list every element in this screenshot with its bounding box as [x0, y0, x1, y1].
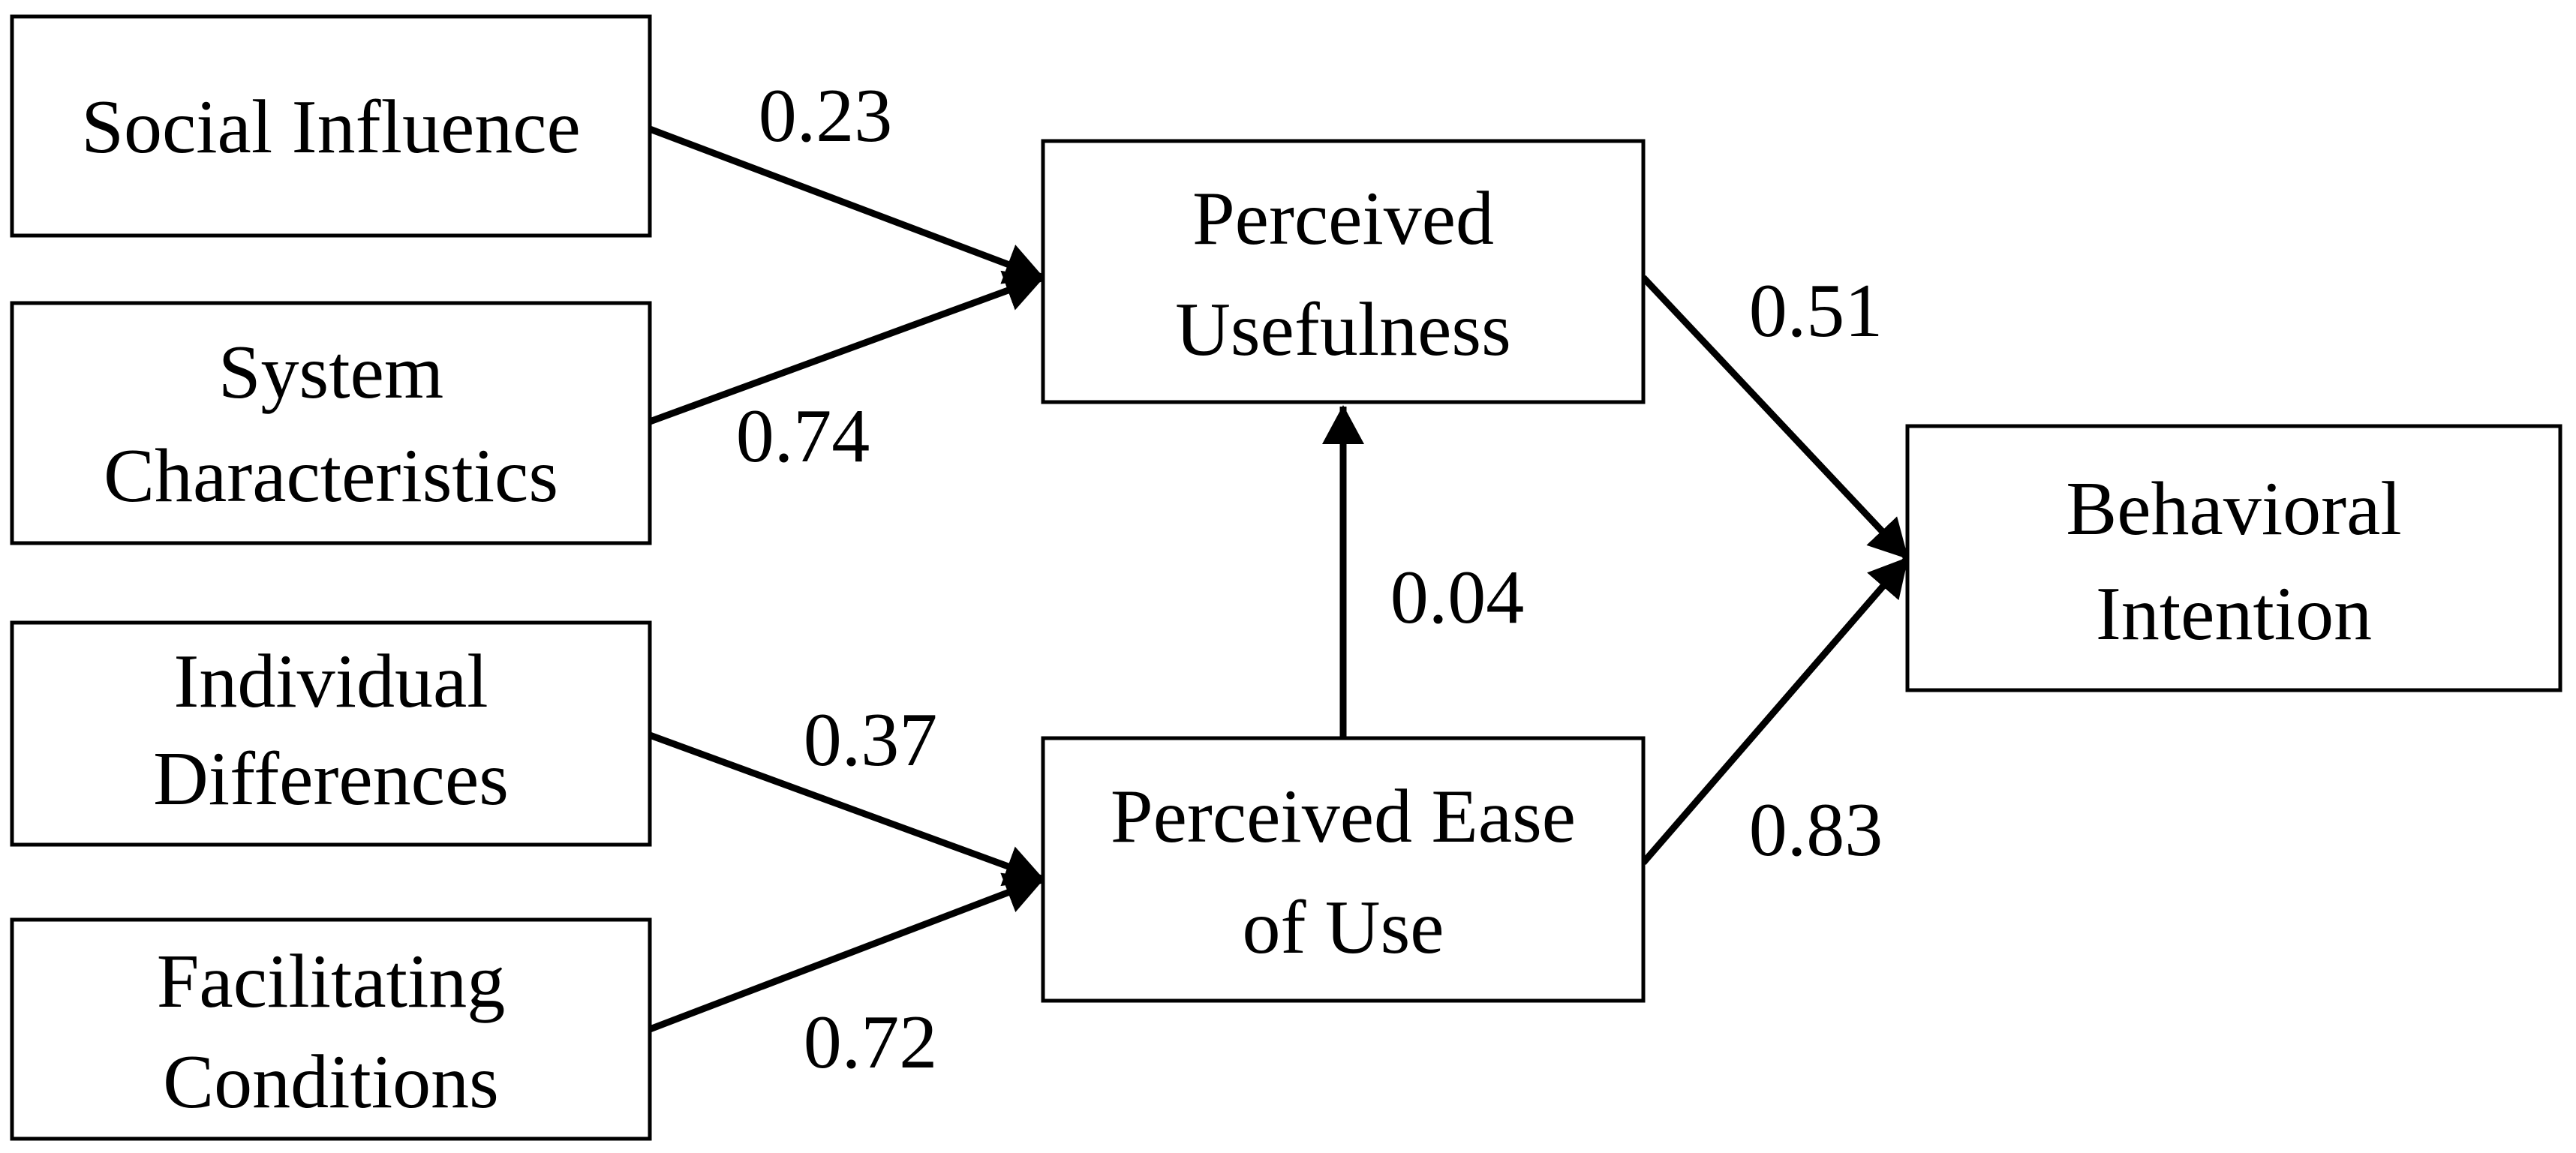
node-label-line: Conditions — [163, 1040, 499, 1124]
weight-label-peou-pu: 0.04 — [1390, 555, 1525, 640]
weight-label-si-pu: 0.23 — [759, 74, 893, 158]
node-label-line: Usefulness — [1175, 287, 1511, 372]
node-perceived-ease-of-use: Perceived Ease of Use — [1041, 736, 1646, 1003]
edge-perceived-usefulness-to-behavioral-intention — [1640, 275, 1910, 561]
node-box — [10, 301, 652, 545]
weight-label-fc-peou: 0.72 — [804, 1000, 938, 1085]
node-facilitating-conditions: Facilitating Conditions — [10, 917, 652, 1141]
node-box — [10, 14, 652, 238]
edge-social-influence-to-perceived-usefulness — [648, 125, 1045, 284]
node-label-line: Individual — [173, 639, 488, 724]
node-box — [10, 917, 652, 1141]
weight-label-peou-bi: 0.83 — [1749, 788, 1883, 872]
node-label-line: Facilitating — [157, 939, 506, 1024]
node-label-line: System — [218, 330, 443, 415]
edges — [648, 125, 1910, 1033]
edge-labels: 0.23 0.74 0.37 0.72 0.04 0.51 0.83 — [736, 74, 1883, 1085]
node-box — [1041, 736, 1646, 1003]
node-label-line: Perceived — [1192, 176, 1494, 261]
edge-individual-differences-to-perceived-ease-of-use — [648, 731, 1045, 887]
weight-label-pu-bi: 0.51 — [1749, 269, 1883, 353]
node-label-line: Behavioral — [2066, 467, 2402, 551]
edge-perceived-ease-of-use-to-behavioral-intention — [1640, 556, 1910, 865]
node-box — [10, 620, 652, 847]
weight-label-sc-pu: 0.74 — [736, 394, 870, 479]
node-label-line: of Use — [1242, 885, 1444, 970]
node-label-line: Intention — [2096, 572, 2372, 656]
node-perceived-usefulness: Perceived Usefulness — [1041, 139, 1646, 404]
edge-system-characteristics-to-perceived-usefulness — [648, 270, 1045, 425]
node-label-line: Perceived Ease — [1111, 774, 1576, 859]
node-box — [1905, 424, 2562, 692]
node-box — [1041, 139, 1646, 404]
node-behavioral-intention: Behavioral Intention — [1905, 424, 2562, 692]
weight-label-id-peou: 0.37 — [804, 698, 938, 782]
node-social-influence: Social Influence — [10, 14, 652, 238]
edge-facilitating-conditions-to-perceived-ease-of-use — [648, 872, 1045, 1033]
node-label-line: Differences — [153, 737, 509, 821]
node-label-line: Characteristics — [104, 434, 558, 518]
node-label-line: Social Influence — [81, 85, 581, 170]
node-individual-differences: Individual Differences — [10, 620, 652, 847]
node-system-characteristics: System Characteristics — [10, 301, 652, 545]
